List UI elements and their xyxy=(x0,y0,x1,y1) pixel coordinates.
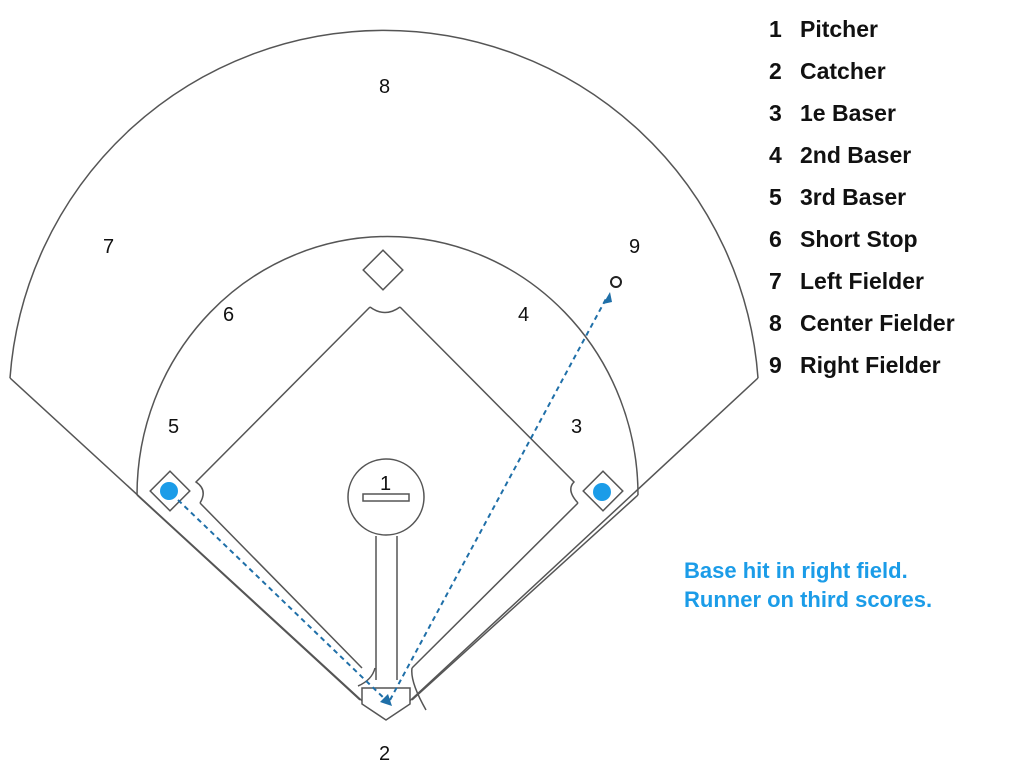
legend-label: Catcher xyxy=(800,58,886,84)
pitcher-mound xyxy=(347,458,425,536)
base-path-second-to-first xyxy=(399,306,579,504)
runner-third-base xyxy=(160,482,178,500)
caption-line-2: Runner on third scores. xyxy=(684,587,933,612)
legend-number: 2 xyxy=(769,58,782,84)
infield-arc xyxy=(136,235,639,496)
right-foul-line xyxy=(399,377,759,711)
legend-item: 5 3rd Baser xyxy=(766,176,955,218)
legend-label: Pitcher xyxy=(800,16,878,42)
legend-number: 8 xyxy=(769,310,782,336)
play-caption: Base hit in right field. Runner on third… xyxy=(684,556,932,614)
legend-item: 7 Left Fielder xyxy=(766,260,955,302)
home-plate-area xyxy=(357,667,427,711)
pitcher-rubber xyxy=(362,493,410,502)
legend-item: 3 1e Baser xyxy=(766,92,955,134)
legend-label: Center Fielder xyxy=(800,310,955,336)
legend-label: 2nd Baser xyxy=(800,142,912,168)
caption-line-1: Base hit in right field. xyxy=(684,558,908,583)
legend-number: 7 xyxy=(769,268,782,294)
ball-path-home-to-right-field xyxy=(389,296,608,701)
legend-number: 9 xyxy=(769,352,782,378)
position-legend: 1 Pitcher 2 Catcher 3 1e Baser 4 2nd Bas… xyxy=(766,8,955,386)
base-path-second-to-third xyxy=(194,306,401,504)
position-number-catcher: 2 xyxy=(379,743,390,765)
position-number-first-base: 3 xyxy=(571,416,582,438)
legend-item: 6 Short Stop xyxy=(766,218,955,260)
arrow-head-runner xyxy=(380,694,392,706)
legend-number: 3 xyxy=(769,100,782,126)
position-number-right-field: 9 xyxy=(629,236,640,258)
legend-number: 5 xyxy=(769,184,782,210)
legend-number: 6 xyxy=(769,226,782,252)
base-path-third-to-home xyxy=(199,502,363,669)
legend-item: 9 Right Fielder xyxy=(766,344,955,386)
position-number-pitcher: 1 xyxy=(380,473,391,495)
position-number-second-base: 4 xyxy=(518,304,529,326)
legend-label: 3rd Baser xyxy=(800,184,907,210)
legend-number: 4 xyxy=(769,142,782,168)
legend-item: 2 Catcher xyxy=(766,50,955,92)
first-base-inner-line xyxy=(411,494,639,701)
legend-label: 1e Baser xyxy=(800,100,896,126)
legend-item: 4 2nd Baser xyxy=(766,134,955,176)
legend-item: 1 Pitcher xyxy=(766,8,955,50)
runner-path-third-to-home xyxy=(177,499,389,703)
arrow-head-ball xyxy=(603,292,612,304)
position-number-third-base: 5 xyxy=(168,416,179,438)
third-base-inner-line xyxy=(136,494,361,701)
legend-number: 1 xyxy=(769,16,782,42)
runner-first-base xyxy=(593,483,611,501)
legend-label: Short Stop xyxy=(800,226,918,252)
base-path-first-to-home xyxy=(411,502,579,669)
position-number-center-field: 8 xyxy=(379,76,390,98)
second-base xyxy=(362,249,404,291)
legend-label: Left Fielder xyxy=(800,268,924,294)
legend-label: Right Fielder xyxy=(800,352,941,378)
position-number-short-stop: 6 xyxy=(223,304,234,326)
ball-landing-marker xyxy=(610,276,622,288)
legend-item: 8 Center Fielder xyxy=(766,302,955,344)
position-number-left-field: 7 xyxy=(103,236,114,258)
outfield-fence xyxy=(9,29,759,379)
